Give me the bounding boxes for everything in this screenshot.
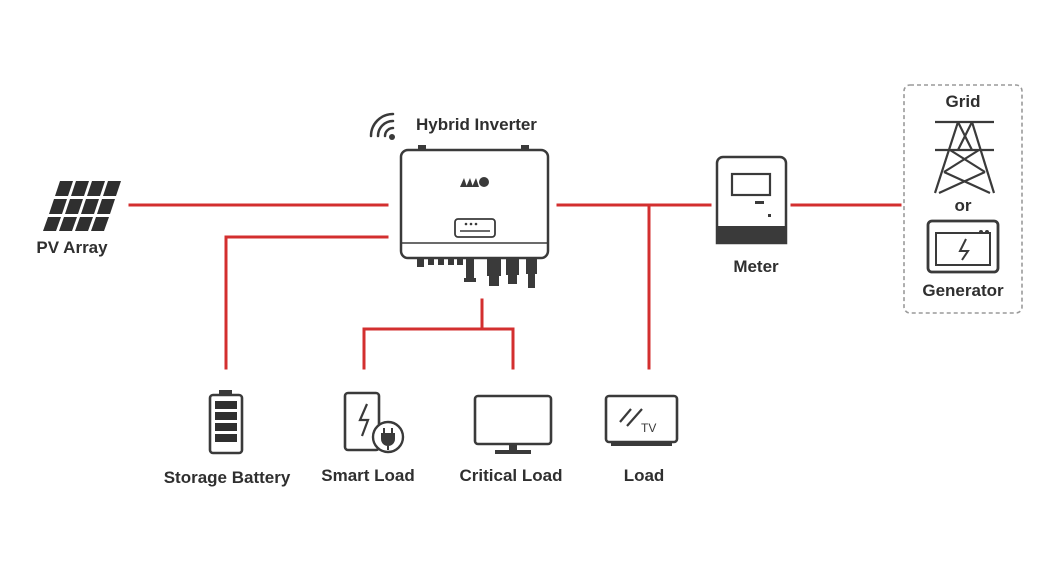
inverter-ports (417, 258, 537, 288)
wire-smart-load (362, 327, 484, 370)
label-meter: Meter (733, 257, 779, 276)
wires (128, 203, 902, 370)
label-smart-load: Smart Load (321, 466, 415, 485)
brand-logo (460, 177, 489, 187)
label-generator: Generator (922, 281, 1004, 300)
wire-battery-to-inverter (224, 235, 389, 370)
label-pv-array: PV Array (36, 238, 108, 257)
meter-device-icon (715, 155, 788, 245)
transmission-tower-icon (933, 120, 996, 195)
label-hybrid-inverter: Hybrid Inverter (416, 115, 537, 134)
tv-icon: TV (604, 394, 679, 446)
label-grid: Grid (945, 92, 981, 111)
battery-icon (208, 390, 244, 455)
label-load: Load (623, 466, 665, 485)
label-or: or (954, 196, 972, 215)
monitor-icon (473, 394, 553, 454)
inverter-device-icon (399, 145, 550, 288)
solar-panel-icon (43, 181, 121, 231)
grid-generator-box (903, 84, 1023, 314)
smart-load-icon (343, 391, 405, 454)
generator-icon (926, 219, 1000, 274)
wire-critical-load (480, 327, 515, 370)
wifi-icon (369, 112, 395, 140)
label-critical-load: Critical Load (459, 466, 563, 485)
tv-text: TV (641, 421, 656, 435)
label-storage-battery: Storage Battery (163, 468, 291, 487)
